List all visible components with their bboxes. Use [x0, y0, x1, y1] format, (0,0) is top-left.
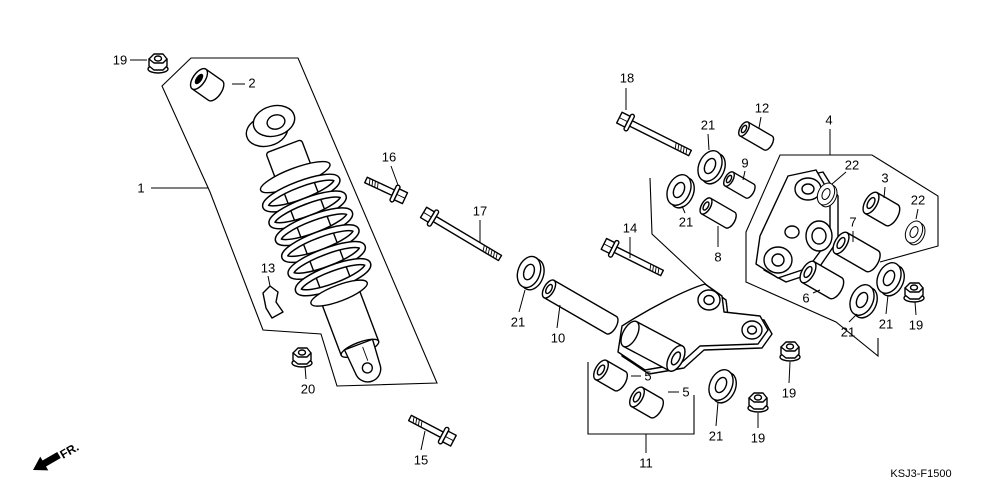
callout-19: 19	[909, 318, 923, 333]
callout-15: 15	[414, 453, 428, 468]
eye-hole	[266, 114, 286, 130]
leader-line	[788, 361, 791, 384]
callout-labels: 19 2 1 13 20 16 17 21 10 18 21 21 12 9 8…	[113, 53, 925, 471]
leader-line	[420, 430, 426, 451]
callout-21: 21	[709, 429, 723, 444]
nut-19-center	[779, 341, 801, 362]
callout-2: 2	[248, 76, 255, 91]
leader-line	[758, 116, 762, 129]
callout-3: 3	[881, 171, 888, 186]
shock-absorber	[245, 104, 382, 383]
leader-line	[742, 170, 746, 181]
leader-line	[812, 289, 821, 294]
leader-line	[707, 133, 710, 151]
nut-19-top-left	[147, 53, 169, 74]
callout-16: 16	[382, 150, 396, 165]
collar-9	[723, 171, 756, 199]
bolt-18	[615, 111, 693, 157]
callout-6: 6	[802, 291, 809, 306]
clip-13	[262, 285, 284, 319]
bolt-bracket	[649, 177, 728, 305]
washer-21-bottom	[703, 365, 743, 408]
callout-11: 11	[639, 456, 653, 471]
bushing-3	[862, 191, 901, 227]
front-label: FR.	[58, 440, 82, 462]
callout-21: 21	[679, 215, 693, 230]
shock-body	[259, 139, 382, 383]
callout-10: 10	[551, 331, 565, 346]
collar-6	[799, 260, 845, 300]
shock-absorber-bracket	[161, 57, 438, 387]
callout-19: 19	[782, 386, 796, 401]
callout-7: 7	[849, 215, 856, 230]
spring	[261, 173, 372, 297]
callout-21: 21	[879, 317, 893, 332]
callout-14: 14	[623, 221, 637, 236]
washer-22-right	[901, 217, 930, 249]
bolt-14	[600, 237, 665, 277]
leader-line	[390, 165, 399, 186]
callout-12: 12	[755, 101, 769, 116]
leader-line	[914, 301, 917, 316]
bolt-17	[419, 206, 503, 262]
callout-9: 9	[741, 156, 748, 171]
leader-line	[883, 186, 886, 199]
bushing-2	[189, 67, 225, 102]
callout-19: 19	[113, 53, 127, 68]
callout-1: 1	[137, 181, 144, 196]
leader-line	[518, 289, 526, 313]
leader-line	[915, 208, 919, 220]
callout-5: 5	[644, 369, 651, 384]
callout-21: 21	[511, 315, 525, 330]
bolt-16	[364, 176, 409, 205]
callout-20: 20	[301, 382, 315, 397]
leader-line	[304, 365, 307, 380]
leader-line	[681, 205, 686, 214]
collar-8	[699, 197, 737, 229]
leader-line	[556, 304, 561, 329]
callout-13: 13	[261, 261, 275, 276]
callout-8: 8	[714, 250, 721, 265]
washer-21-left	[512, 252, 550, 294]
leader-line	[831, 171, 847, 185]
callout-21: 21	[841, 325, 855, 340]
callout-18: 18	[620, 71, 634, 86]
callout-22: 22	[845, 158, 859, 173]
leader-lines	[130, 59, 919, 453]
front-direction-indicator: FR.	[33, 440, 82, 471]
nut-19-bottom	[747, 392, 769, 413]
bushing-5-b	[629, 386, 665, 419]
rod-11	[617, 283, 773, 375]
callout-17: 17	[473, 204, 487, 219]
callout-5: 5	[682, 385, 689, 400]
collar-10	[541, 279, 619, 335]
leader-line	[715, 401, 719, 427]
leader-line	[267, 275, 271, 287]
callout-22: 22	[911, 193, 925, 208]
washer-21-right-lower	[844, 280, 884, 323]
collar-7	[832, 231, 881, 273]
arm-bracket	[745, 154, 939, 358]
washer-21-middle	[661, 170, 701, 213]
callout-19: 19	[751, 431, 765, 446]
callout-4: 4	[825, 113, 832, 128]
nut-20	[291, 347, 313, 368]
rod-pivot-collar	[620, 320, 686, 372]
leader-line	[848, 313, 858, 323]
leader-line	[885, 294, 889, 315]
nut-19-right	[903, 282, 925, 303]
arrow-down-left-icon	[33, 451, 61, 471]
rod-bracket	[587, 362, 695, 435]
callout-21: 21	[701, 118, 715, 133]
diagram-code: KSJ3-F1500	[890, 468, 951, 480]
collar-12	[738, 121, 775, 151]
bolt-15	[407, 414, 457, 447]
bushing-5-a	[593, 359, 629, 392]
